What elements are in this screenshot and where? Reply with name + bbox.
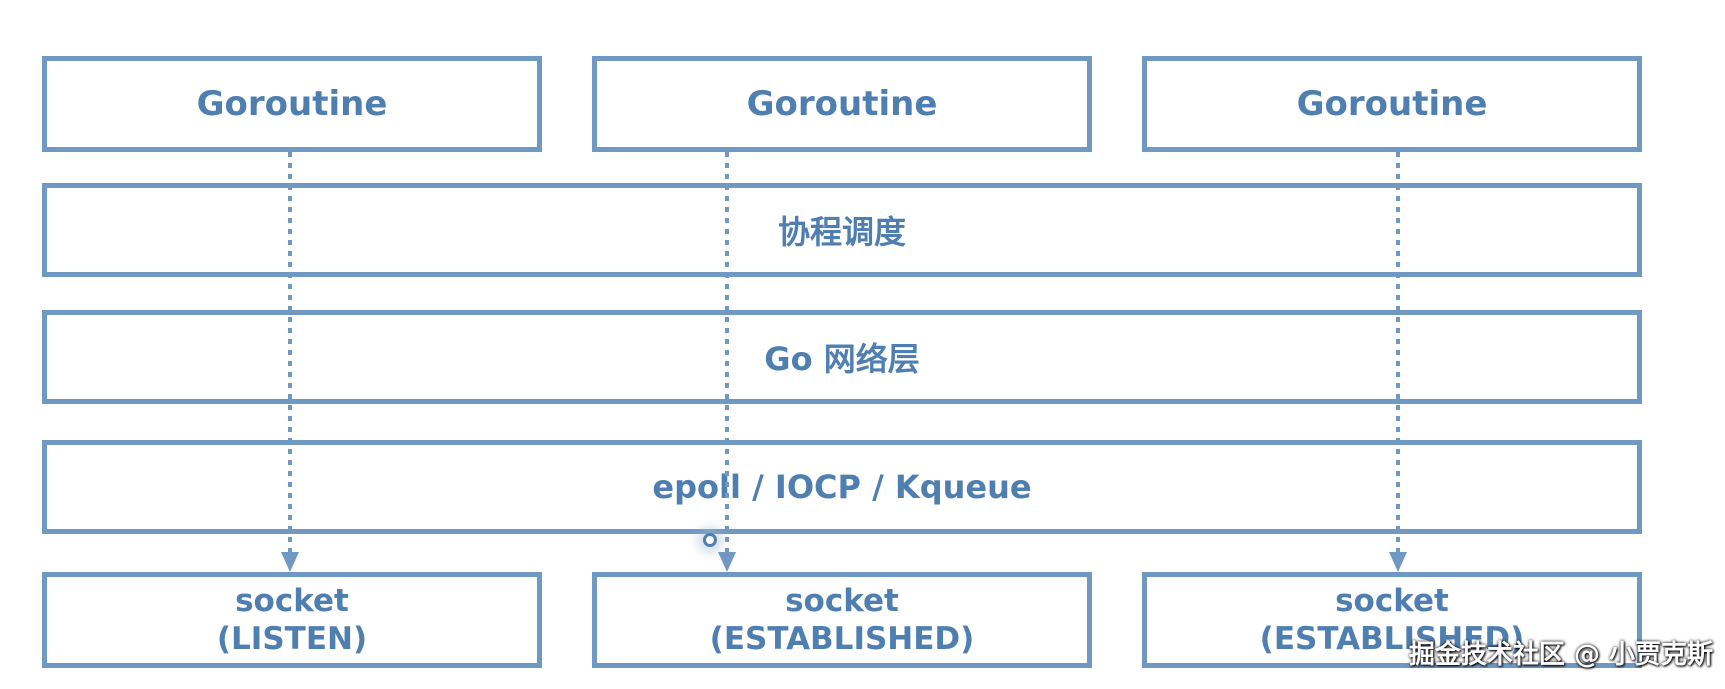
goroutine-box-3: Goroutine	[1142, 56, 1642, 152]
socket-state-3: (ESTABLISHED)	[1259, 621, 1525, 657]
arrow-head-2	[718, 552, 736, 572]
poller-layer: epoll / IOCP / Kqueue	[42, 440, 1642, 534]
poller-layer-label: epoll / IOCP / Kqueue	[652, 468, 1032, 506]
network-layer-label: Go 网络层	[764, 340, 920, 378]
goroutine-label-1: Goroutine	[196, 84, 388, 124]
watermark: 掘金技术社区 @ 小贾克斯	[1408, 640, 1713, 670]
goroutine-box-2: Goroutine	[592, 56, 1092, 152]
goroutine-label-3: Goroutine	[1296, 84, 1488, 124]
socket-box-established-1: socket (ESTABLISHED)	[592, 572, 1092, 668]
arrow-head-1	[281, 552, 299, 572]
goroutine-label-2: Goroutine	[746, 84, 938, 124]
network-layer: Go 网络层	[42, 310, 1642, 404]
socket-state-1: (LISTEN)	[216, 621, 368, 657]
goroutine-box-1: Goroutine	[42, 56, 542, 152]
socket-name-3: socket	[1335, 583, 1449, 619]
scheduler-layer: 协程调度	[42, 183, 1642, 277]
socket-box-listen: socket (LISTEN)	[42, 572, 542, 668]
socket-name-2: socket	[785, 583, 899, 619]
socket-box-established-2: socket (ESTABLISHED)	[1142, 572, 1642, 668]
socket-name-1: socket	[235, 583, 349, 619]
socket-state-2: (ESTABLISHED)	[709, 621, 975, 657]
arrow-head-3	[1389, 552, 1407, 572]
mouse-cursor-icon	[703, 533, 717, 547]
scheduler-layer-label: 协程调度	[777, 213, 906, 251]
